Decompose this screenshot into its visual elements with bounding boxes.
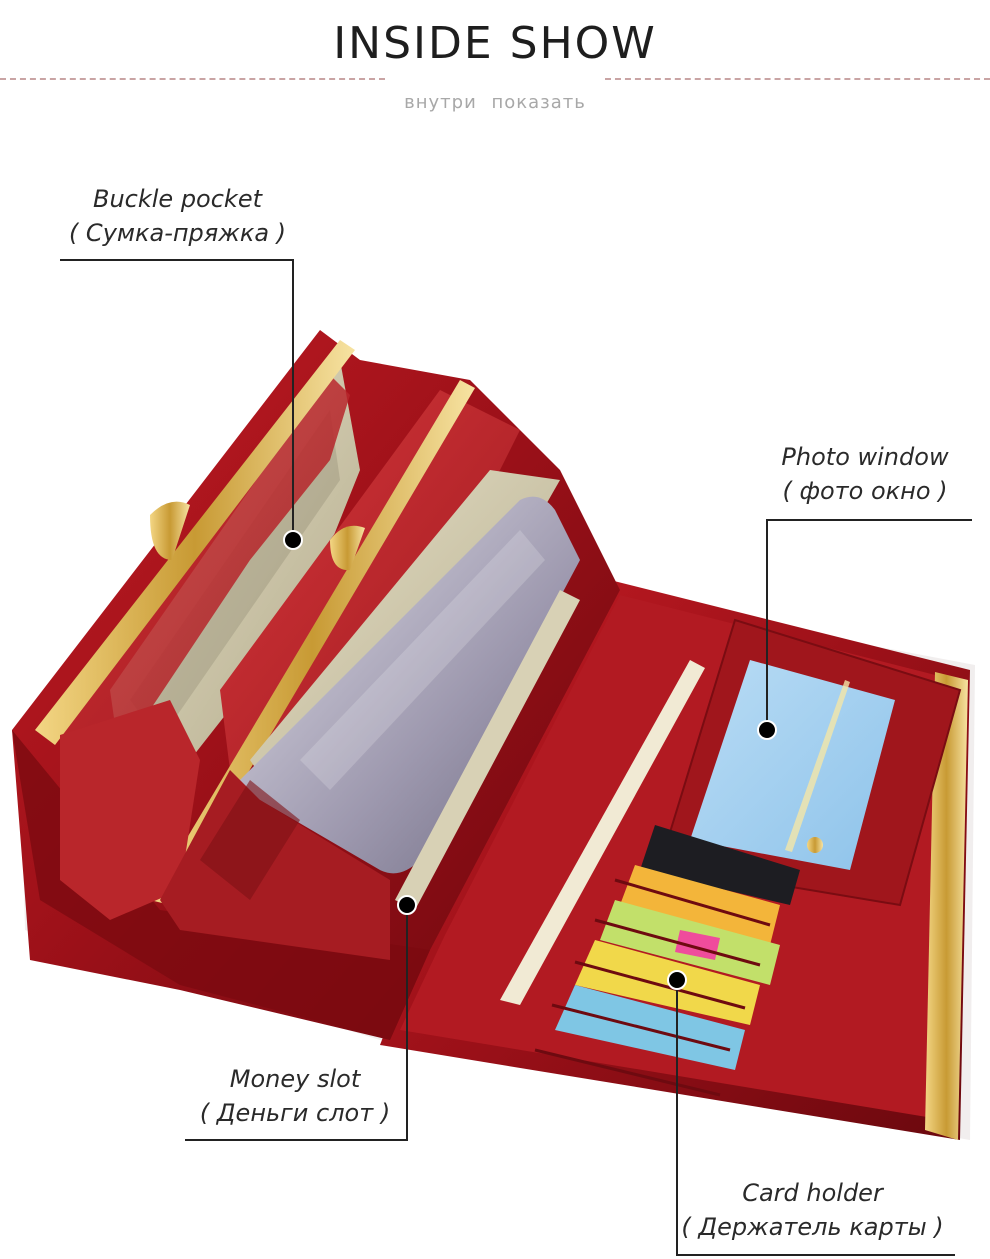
page-subtitle: внутри показать [404, 92, 586, 113]
photo-window-translation: ( фото окно ) [782, 477, 948, 505]
card-holder-leader [676, 980, 955, 1256]
card-holder-translation: ( Держатель карты ) [681, 1213, 944, 1241]
money-slot-title: Money slot [229, 1065, 361, 1093]
buckle-pocket-title: Buckle pocket [92, 185, 263, 213]
buckle-pocket-label: Buckle pocket ( Сумка-пряжка ) [60, 182, 295, 250]
buckle-pocket-translation: ( Сумка-пряжка ) [68, 219, 287, 247]
card-holder-label: Card holder ( Держатель карты ) [680, 1176, 945, 1244]
photo-window-dot [757, 720, 777, 740]
photo-window-title: Photo window [781, 443, 949, 471]
buckle-pocket-leader [60, 259, 294, 540]
title-divider-left [0, 78, 385, 80]
buckle-pocket-dot [283, 530, 303, 550]
card-slots [555, 825, 800, 1070]
photo-window-label: Photo window ( фото окно ) [760, 440, 970, 508]
money-slot-dot [397, 895, 417, 915]
card-holder-dot [667, 970, 687, 990]
phone [239, 496, 580, 874]
card-holder-title: Card holder [742, 1179, 883, 1207]
money-slot-translation: ( Деньги слот ) [199, 1099, 391, 1127]
title-divider-right [605, 78, 990, 80]
photo-window-leader [766, 519, 972, 730]
money-slot-leader [185, 905, 408, 1141]
money-slot-label: Money slot ( Деньги слот ) [190, 1062, 400, 1130]
photo-window [690, 660, 895, 870]
page-title: INSIDE SHOW [333, 18, 657, 69]
